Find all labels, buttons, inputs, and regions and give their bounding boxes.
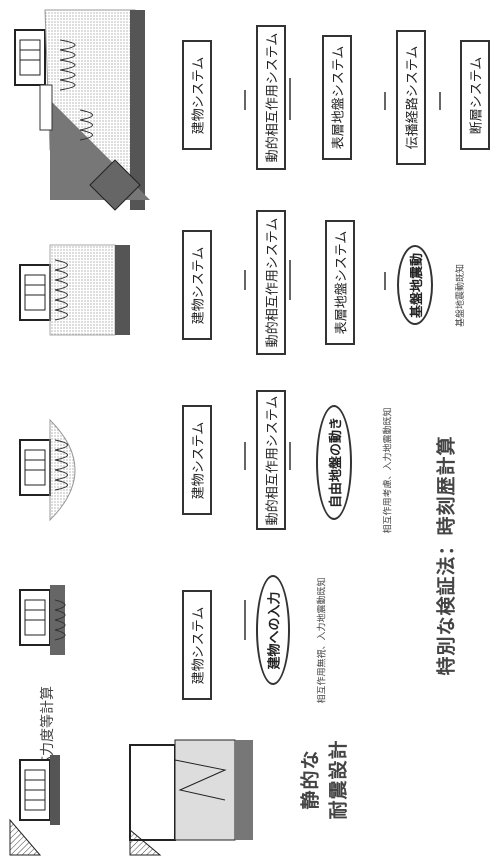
col4-propagation-path-box: 伝播経路システム (396, 30, 426, 165)
column3-building-illustration (19, 244, 130, 336)
col4-building-system-box: 建物システム (182, 40, 212, 150)
column2-building-illustration (19, 418, 76, 522)
col1-note: 相互作用無視、入力地震動既知 (317, 576, 328, 704)
col3-building-system-box: 建物システム (182, 230, 212, 340)
col3-note: 基盤地震動既知 (455, 263, 466, 327)
col4-surface-ground-box: 表層地盤システム (322, 35, 352, 160)
col4-dynamic-interaction-box: 動的相互作用システム (256, 25, 286, 170)
col2-building-system-box: 建物システム (182, 405, 212, 515)
col2-note: 相互作用考慮、入力地震動既知 (383, 406, 394, 534)
col3-dynamic-interaction-box: 動的相互作用システム (256, 210, 286, 355)
col2-free-ground-oval: 自由地盤の動き (316, 405, 352, 520)
allowable-stress-label: 許容応力度等計算 (40, 686, 56, 798)
col2-dynamic-interaction-box: 動的相互作用システム (256, 390, 286, 530)
static-design-title-2: 耐震設計 (327, 738, 350, 820)
col3-bedrock-motion-oval: 基盤地震動 (397, 245, 433, 325)
col1-building-system-box: 建物システム (182, 590, 212, 700)
col4-fault-system-box: 断層システム (460, 40, 490, 150)
col1-input-oval: 建物への入力 (256, 575, 290, 685)
special-method-title: 特別な検証法：時刻歴計算 (435, 434, 458, 676)
limit-strength-label: 限界耐力計算 (205, 745, 221, 829)
col3-surface-ground-box: 表層地盤システム (325, 220, 355, 345)
column4-building-illustration (14, 9, 150, 211)
column1-building-illustration (19, 585, 66, 655)
